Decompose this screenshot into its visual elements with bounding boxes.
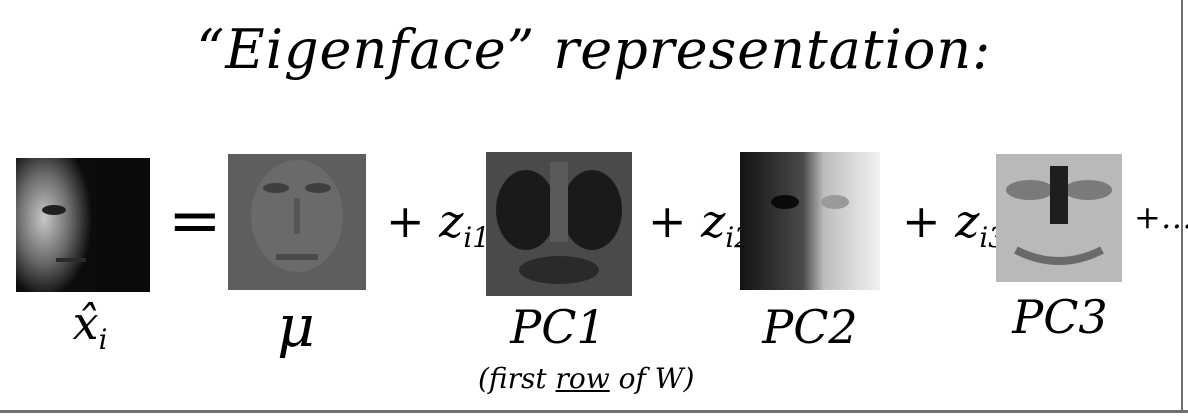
face-mean-image	[228, 154, 366, 290]
window-border-bottom	[0, 410, 1188, 413]
plus-z3-term: + zi3	[902, 194, 1006, 254]
plus-z1-term: + zi1	[386, 194, 490, 254]
plus-z1-text: + z	[386, 194, 464, 248]
plus-z2-text: + z	[648, 194, 726, 248]
plus-z2-term: + zi2	[648, 194, 752, 254]
face-pc3-image	[996, 154, 1122, 282]
pc1-note-prefix: (first	[478, 362, 556, 395]
pc1-note-row: row	[555, 362, 610, 395]
window-border-right	[1181, 0, 1183, 412]
label-xhat: x̂i	[60, 296, 120, 356]
label-pc1: PC1	[510, 300, 606, 354]
face-xhat-image	[16, 158, 150, 292]
label-pc2: PC2	[762, 300, 858, 354]
label-mu: μ	[277, 292, 315, 360]
equals-sign: =	[168, 184, 222, 258]
plus-z3-text: + z	[902, 194, 980, 248]
face-pc2-image	[740, 152, 880, 290]
slide-title: “Eigenface” representation:	[196, 18, 992, 81]
face-pc1-image	[486, 152, 632, 296]
label-xhat-subscript: i	[98, 323, 108, 357]
pc1-note: (first row of W)	[478, 362, 694, 395]
plus-z1-subscript: i1	[463, 221, 490, 255]
ellipsis-term: +…	[1134, 198, 1188, 236]
pc1-note-suffix: of W)	[609, 362, 695, 395]
label-xhat-text: x̂	[72, 296, 99, 350]
label-pc3: PC3	[1012, 290, 1108, 344]
